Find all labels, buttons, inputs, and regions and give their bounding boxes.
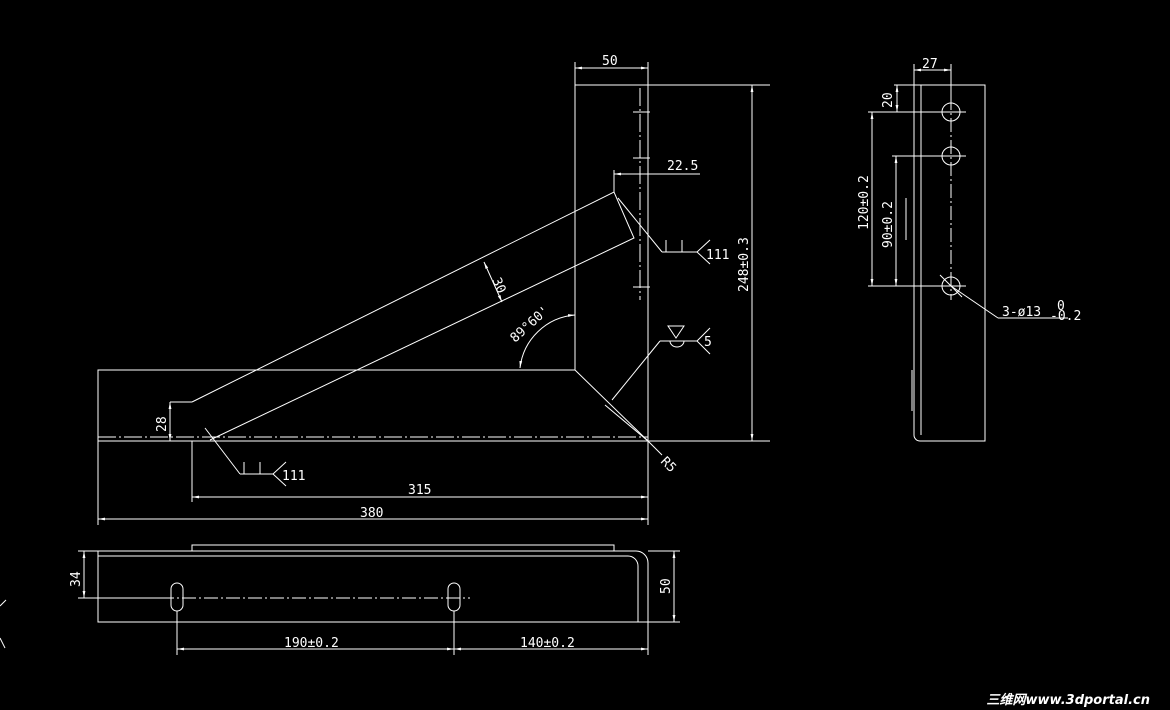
hole-tol-lower: -0.2 xyxy=(1050,309,1081,324)
dim-hole-span-120: 120±0.2 xyxy=(857,175,872,230)
dim-height: 248±0.3 xyxy=(737,237,752,292)
weld-leader-corner xyxy=(611,340,661,401)
dim-side-width: 27 xyxy=(922,57,938,72)
top-upper-strip xyxy=(191,544,615,552)
dim-top-34: 34 xyxy=(69,571,84,587)
dim-top-50: 50 xyxy=(659,578,674,594)
front-view xyxy=(97,62,770,525)
dim-total-length: 380 xyxy=(360,506,383,521)
dim-slot-end: 140±0.2 xyxy=(520,636,575,651)
bend-weld-line xyxy=(604,404,649,442)
dim-slot-span: 190±0.2 xyxy=(284,636,339,651)
watermark: 三维网www.3dportal.cn xyxy=(987,692,1150,708)
diagonal-brace xyxy=(191,191,635,441)
dim-brace-length: 315 xyxy=(408,483,431,498)
dim-weld-offset: 22.5 xyxy=(667,159,698,174)
weld-corner-size: 5 xyxy=(704,335,712,350)
bracket-outline xyxy=(97,84,753,442)
weld-leader-lower xyxy=(204,427,241,475)
weld-process-lower: 111 xyxy=(282,469,305,484)
dim-brace-width: 30 xyxy=(488,276,508,296)
dim-foot-height: 28 xyxy=(155,416,170,432)
dim-first-hole: 20 xyxy=(881,92,896,108)
weld-leader-upper xyxy=(617,197,663,253)
hole-callout: 3-ø13 xyxy=(1002,305,1041,320)
hole-tol-upper: 0 xyxy=(1057,299,1065,314)
side-view xyxy=(868,64,1068,442)
weld-process-upper: 111 xyxy=(706,248,729,263)
dim-bend-radius: R5 xyxy=(657,454,679,476)
top-view xyxy=(78,544,680,655)
side-plate-outline xyxy=(913,84,986,442)
top-plate-outline xyxy=(97,550,649,623)
ucs-marker xyxy=(0,599,7,649)
bend-line xyxy=(574,369,649,442)
slot-right xyxy=(447,582,461,612)
dim-top-width: 50 xyxy=(602,54,618,69)
dim-hole-span-90: 90±0.2 xyxy=(881,201,896,248)
slot-left xyxy=(170,582,184,612)
